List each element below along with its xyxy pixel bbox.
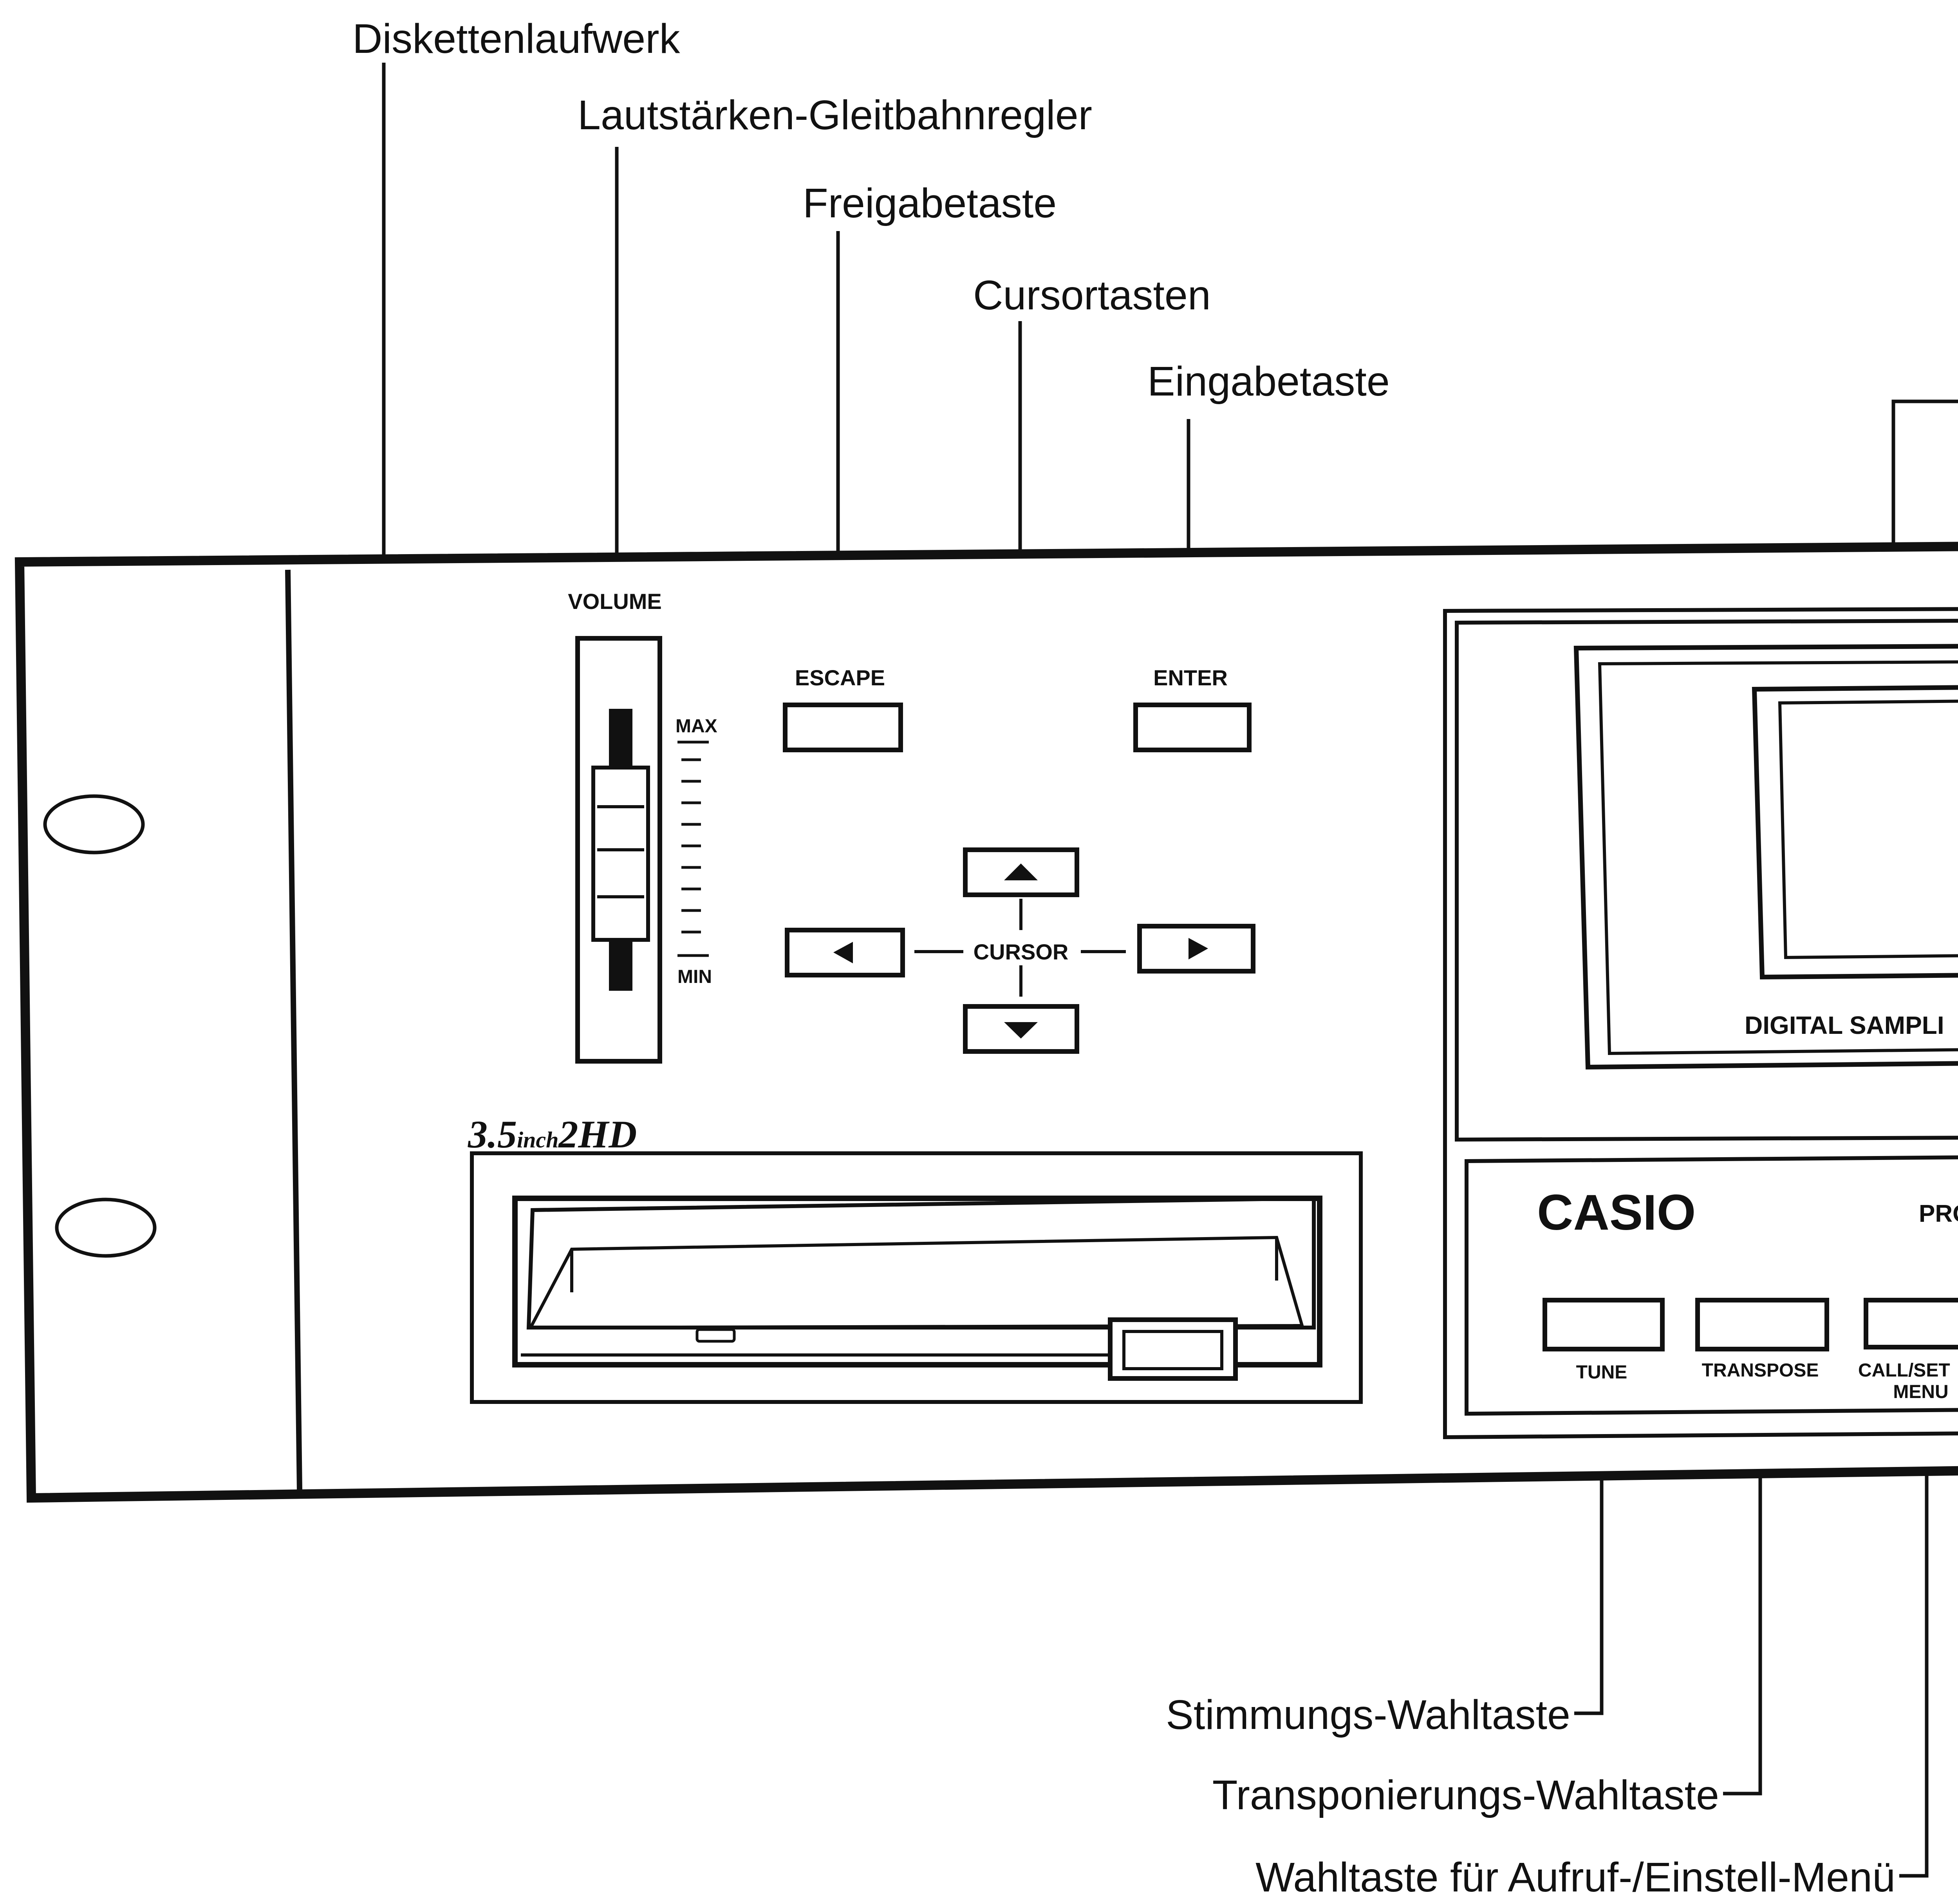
volume-min-label: MIN (677, 966, 712, 987)
escape-label: ESCAPE (795, 665, 885, 690)
cursor-pad: CURSOR (785, 847, 1255, 1054)
call-set-label: CALL/SET (1858, 1360, 1950, 1381)
escape-button[interactable]: ESCAPE (783, 665, 903, 752)
leader-menu (1899, 1410, 1929, 1878)
callout-escape-key: Freigabetaste (803, 180, 1057, 226)
escape-key-cap[interactable] (783, 703, 903, 752)
arrow-down-icon (1004, 1022, 1038, 1039)
rack-mount-hole-icon (55, 1198, 157, 1258)
disk-slot-bevel (528, 1236, 1304, 1330)
volume-label: VOLUME (568, 589, 662, 614)
leader-tune (1574, 1394, 1604, 1715)
cursor-label: CURSOR (974, 939, 1069, 964)
display-caption: DIGITAL SAMPLI (1745, 1011, 1944, 1039)
tune-button[interactable]: TUNE (1543, 1298, 1665, 1383)
volume-scale (677, 741, 709, 957)
enter-button[interactable]: ENTER (1133, 665, 1252, 752)
casio-logo: CASIO (1537, 1185, 1696, 1241)
callout-enter-key: Eingabetaste (1147, 358, 1390, 405)
display-frame-outer (1455, 619, 1958, 1142)
display-section: DIGITAL SAMPLI CASIO PRO TUNE TRANSPOSE … (1443, 607, 1958, 1440)
callout-tune-key: Stimmungs-Wahltaste (1166, 1692, 1570, 1738)
call-set-key-cap[interactable] (1864, 1298, 1958, 1349)
transpose-button[interactable]: TRANSPOSE (1695, 1298, 1829, 1381)
callout-menu-key: Wahltaste für Aufruf-/Einstell-Menü (1255, 1854, 1895, 1900)
arrow-right-icon (1189, 938, 1208, 959)
callout-volume-slider: Lautstärken-Gleitbahnregler (578, 92, 1092, 138)
volume-slider-knob[interactable] (591, 766, 650, 942)
cursor-up-button[interactable] (963, 847, 1079, 897)
transpose-key-cap[interactable] (1695, 1298, 1829, 1351)
model-name: PRO (1919, 1200, 1958, 1227)
volume-slider[interactable]: VOLUME MAX MIN (568, 589, 717, 1064)
leader-transpose (1723, 1394, 1762, 1796)
transpose-label: TRANSPOSE (1702, 1360, 1819, 1381)
rack-mount-hole-icon (43, 794, 145, 854)
lcd-screen (1752, 685, 1958, 980)
cursor-down-button[interactable] (963, 1004, 1079, 1054)
cursor-left-button[interactable] (785, 928, 905, 977)
callout-cursor-keys: Cursortasten (973, 272, 1211, 318)
callout-transpose-key: Transponierungs-Wahltaste (1212, 1772, 1719, 1818)
callout-disk-drive: Diskettenlaufwerk (352, 16, 681, 62)
arrow-up-icon (1004, 863, 1038, 880)
tune-key-cap[interactable] (1543, 1298, 1665, 1351)
display-bezel (1573, 644, 1958, 1070)
enter-key-cap[interactable] (1133, 703, 1252, 752)
rack-ear-divider (285, 569, 302, 1490)
tune-label: TUNE (1576, 1362, 1627, 1383)
volume-max-label: MAX (676, 716, 717, 737)
floppy-disk-drive: 3.5inch2HD (468, 1113, 1363, 1404)
disk-activity-led (695, 1328, 736, 1343)
cursor-right-button[interactable] (1137, 924, 1255, 974)
cursor-connectors (914, 899, 1126, 997)
enter-label: ENTER (1153, 665, 1228, 690)
disk-slot-outer (526, 1196, 1316, 1330)
control-strip (1465, 1155, 1958, 1416)
call-set-menu-button[interactable]: CALL/SET MENU (1858, 1298, 1958, 1402)
disk-badge: 3.5inch2HD (468, 1113, 637, 1156)
arrow-left-icon (833, 942, 853, 963)
menu-label: MENU (1893, 1382, 1948, 1402)
